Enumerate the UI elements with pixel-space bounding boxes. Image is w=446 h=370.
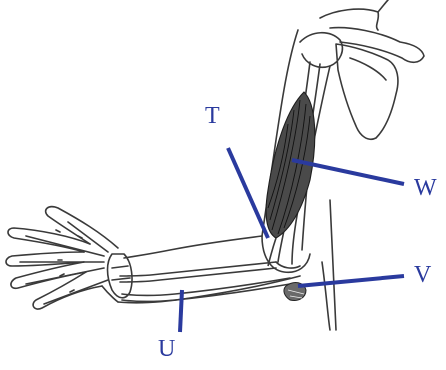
leader-line-t [228,148,268,238]
leader-line-v [298,276,404,286]
label-t: T [205,104,220,128]
label-w: W [414,176,437,200]
torso-line [330,200,336,330]
torso-line-2 [322,262,330,330]
scapula [336,44,398,139]
scapula-inner [350,58,386,80]
shoulder-outline [320,9,378,30]
label-v: V [414,263,431,287]
radius [120,262,276,276]
label-u: U [158,337,175,361]
neck-line [378,0,388,12]
forearm-top [124,236,262,258]
ulna-2 [122,284,290,302]
leader-line-u [180,290,182,332]
elbow-joint [276,262,300,268]
